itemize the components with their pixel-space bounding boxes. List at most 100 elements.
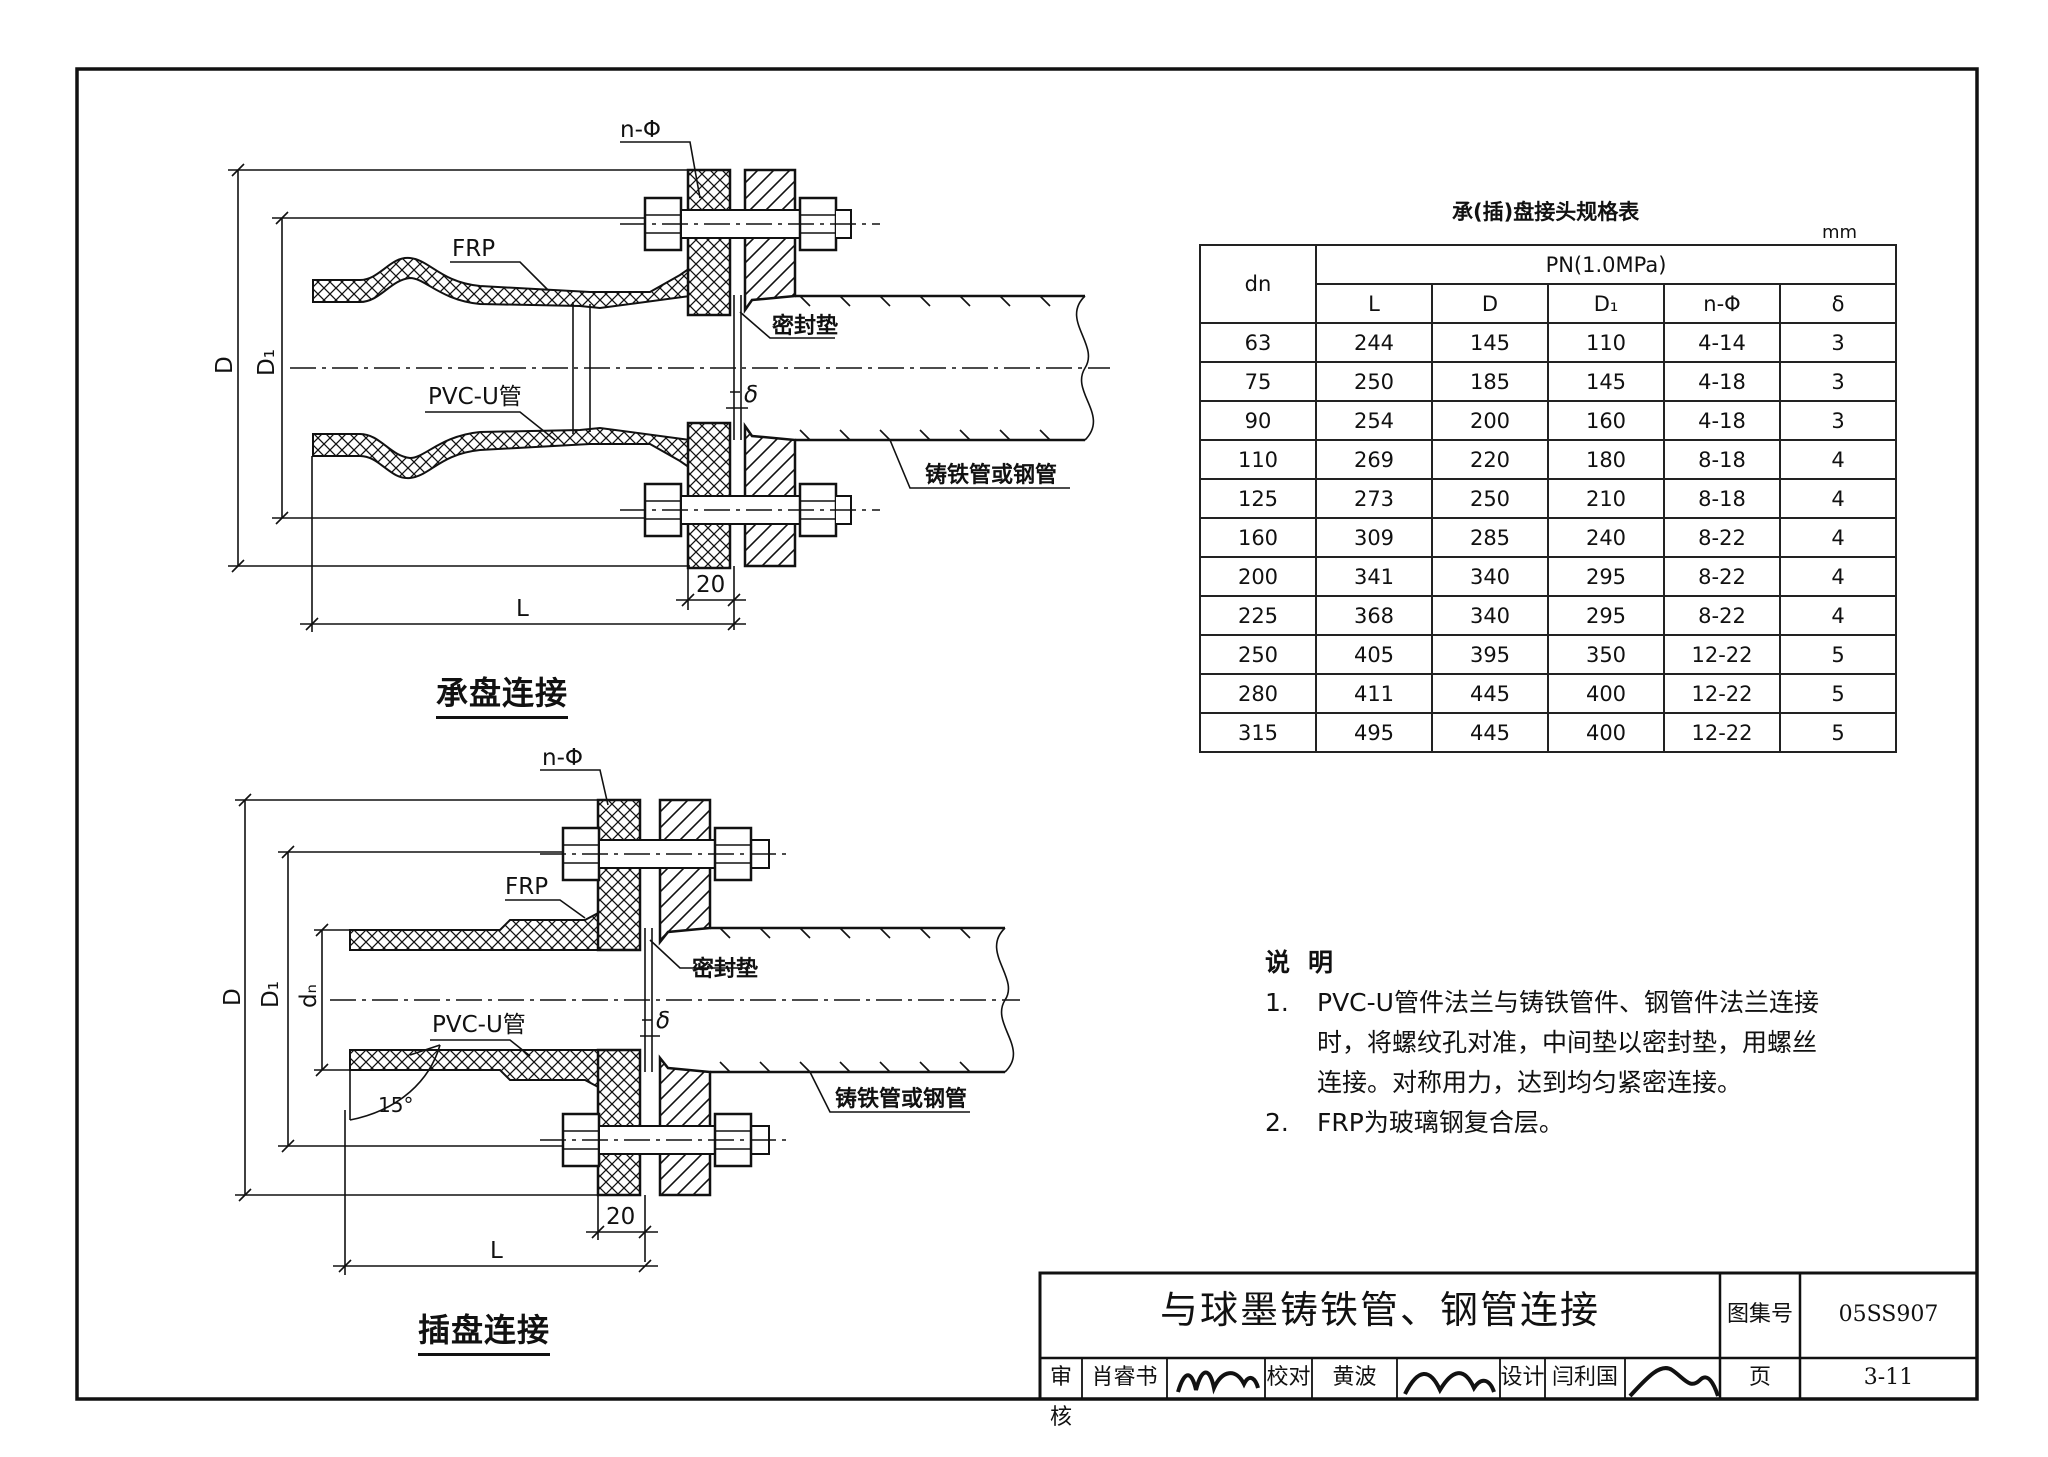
label-dim-L: L (516, 596, 529, 622)
table-cell: 185 (1431, 361, 1549, 402)
table-cell: 269 (1315, 439, 1433, 480)
table-header-row: dn PN(1.0MPa) (1199, 244, 1897, 324)
table-cell: 400 (1547, 673, 1665, 714)
table-cell: 405 (1315, 634, 1433, 675)
table-cell: 180 (1547, 439, 1665, 480)
table-cell: 75 (1199, 361, 1317, 402)
note-number: 2. (1265, 1108, 1289, 1137)
table-cell: 3 (1779, 322, 1897, 363)
drawing-title: 与球墨铸铁管、钢管连接 (1159, 1288, 1600, 1332)
table-cell: 8-22 (1663, 595, 1781, 636)
label-dim-L: L (490, 1238, 503, 1264)
pvc-flange-lower (596, 1048, 642, 1197)
label-dim-D1: D₁ (254, 349, 280, 376)
table-cell: 254 (1315, 400, 1433, 441)
column-header-D1: D₁ (1547, 283, 1665, 324)
table-cell: 240 (1547, 517, 1665, 558)
table-cell: 12-22 (1663, 712, 1781, 753)
iron-pipe-break (1075, 295, 1095, 441)
table-cell: 244 (1315, 322, 1433, 363)
figure-spigot-flange: n-Φ FRP PVC-U管 密封垫 δ 铸铁管或钢管 15° D D₁ dₙ … (220, 745, 1020, 1275)
pvc-socket-upper-wall (312, 256, 691, 310)
column-header-nphi: n-Φ (1663, 283, 1781, 324)
iron-pipe-break (995, 927, 1015, 1073)
table-cell: 285 (1431, 517, 1549, 558)
angle-arc (349, 1044, 441, 1121)
label-iron-pipe: 铸铁管或钢管 (925, 462, 1057, 488)
table-cell: 4 (1779, 439, 1897, 480)
designer-name: 闫利国 (1551, 1365, 1618, 1390)
table-cell: 8-18 (1663, 439, 1781, 480)
table-cell: 295 (1547, 595, 1665, 636)
table-cell: 4-18 (1663, 400, 1781, 441)
table-cell: 8-22 (1663, 517, 1781, 558)
table-cell: 445 (1431, 673, 1549, 714)
table-cell: 495 (1315, 712, 1433, 753)
label-frp: FRP (505, 874, 548, 900)
page-label: 页 (1748, 1365, 1771, 1390)
table-cell: 395 (1431, 634, 1549, 675)
table-cell: 160 (1199, 517, 1317, 558)
checker-name: 黄波 (1332, 1365, 1377, 1390)
table-cell: 411 (1315, 673, 1433, 714)
table-cell: 5 (1779, 634, 1897, 675)
note-item: 2. FRP为玻璃钢复合层。 (1265, 1103, 1837, 1143)
table-cell: 220 (1431, 439, 1549, 480)
label-dim-D: D (220, 988, 246, 1006)
label-gasket: 密封垫 (772, 313, 838, 339)
table-cell: 145 (1547, 361, 1665, 402)
label-frp: FRP (452, 236, 495, 262)
atlas-label: 图集号 (1726, 1302, 1793, 1327)
pvc-flange-upper (596, 798, 642, 952)
table-cell: 250 (1199, 634, 1317, 675)
table-cell: 3 (1779, 400, 1897, 441)
notes-block: 说明 1. PVC-U管件法兰与铸铁管件、钢管件法兰连接时，将螺纹孔对准，中间垫… (1265, 943, 1837, 1143)
label-gasket: 密封垫 (692, 956, 758, 982)
table-cell: 145 (1431, 322, 1549, 363)
review-label: 审核 (1049, 1365, 1072, 1430)
table-cell: 8-18 (1663, 478, 1781, 519)
iron-flange-upper (743, 168, 797, 314)
table-cell: 315 (1199, 712, 1317, 753)
pressure-header: PN(1.0MPa) (1315, 244, 1897, 285)
table-cell: 200 (1431, 400, 1549, 441)
table-cell: 200 (1199, 556, 1317, 597)
note-item: 1. PVC-U管件法兰与铸铁管件、钢管件法兰连接时，将螺纹孔对准，中间垫以密封… (1265, 983, 1837, 1103)
label-dim-D1: D₁ (258, 981, 284, 1008)
title-block (1038, 1271, 1979, 1401)
signature-designer (1628, 1366, 1720, 1398)
table-cell: 225 (1199, 595, 1317, 636)
bolt-assembly-upper (540, 826, 790, 882)
table-cell: 280 (1199, 673, 1317, 714)
table-cell: 125 (1199, 478, 1317, 519)
label-delta: δ (656, 1008, 670, 1034)
table-cell: 295 (1547, 556, 1665, 597)
table-cell: 250 (1431, 478, 1549, 519)
label-dim-D: D (212, 356, 238, 374)
table-cell: 5 (1779, 673, 1897, 714)
caption-spigot-flange: 插盘连接 (418, 1305, 551, 1356)
table-cell: 445 (1431, 712, 1549, 753)
table-cell: 368 (1315, 595, 1433, 636)
bolt-assembly-upper (620, 196, 880, 252)
iron-flange-upper (658, 798, 712, 946)
iron-pipe (795, 294, 1085, 442)
spec-table-unit: mm (1822, 222, 1858, 243)
table-cell: 4-18 (1663, 361, 1781, 402)
table-cell: 400 (1547, 712, 1665, 753)
table-cell: 210 (1547, 478, 1665, 519)
column-header-D: D (1431, 283, 1549, 324)
table-cell: 63 (1199, 322, 1317, 363)
table-cell: 273 (1315, 478, 1433, 519)
design-label: 设计 (1500, 1365, 1545, 1390)
caption-socket-flange: 承盘连接 (436, 668, 569, 719)
